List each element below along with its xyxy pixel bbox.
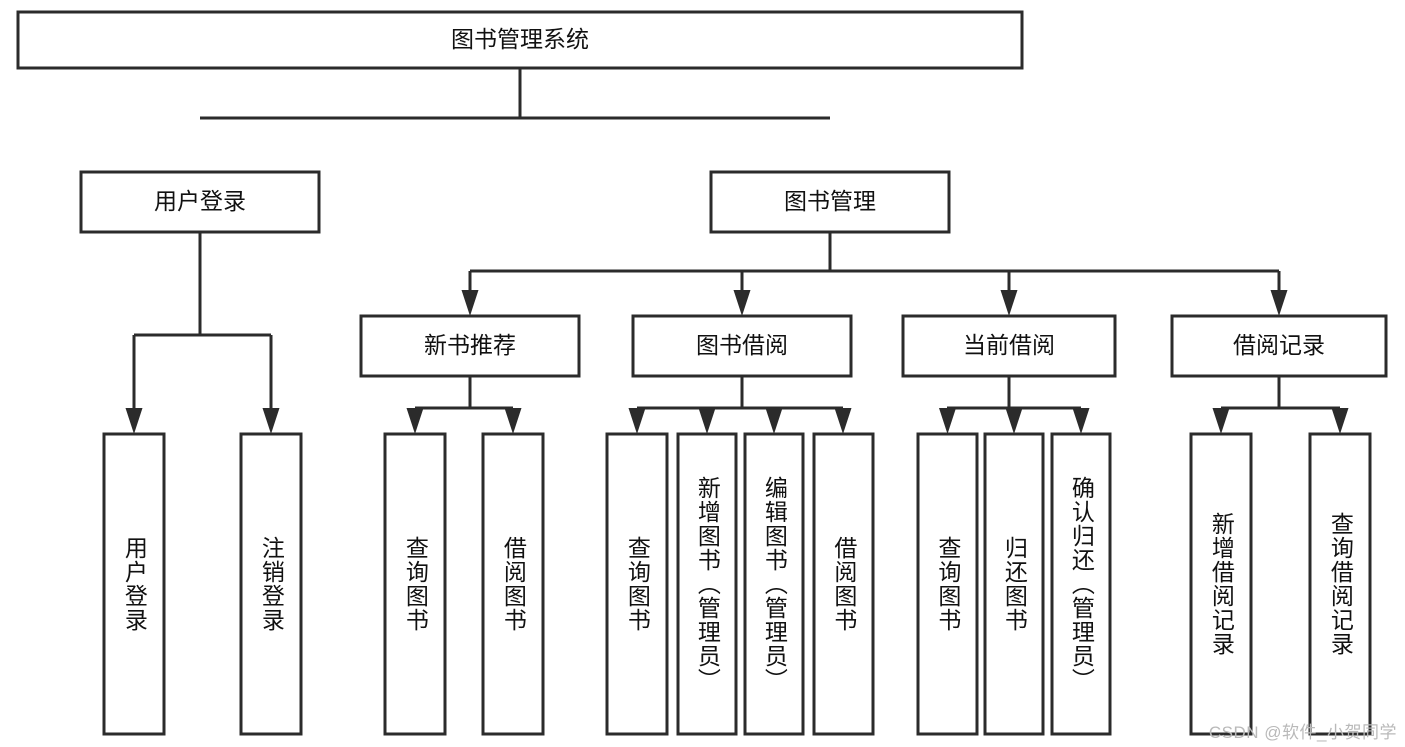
connector-arrow xyxy=(125,335,143,434)
connector-arrow xyxy=(504,408,522,434)
arrow-head-icon xyxy=(1005,408,1023,434)
connector-arrow xyxy=(733,271,751,316)
node-label-borrow-record: 借阅记录 xyxy=(1233,332,1325,358)
arrow-head-icon xyxy=(1270,290,1288,316)
node-box-leaf-logout-login[interactable] xyxy=(239,432,303,736)
connector-arrow xyxy=(1331,408,1349,434)
connector-arrow xyxy=(698,408,716,434)
connector-group xyxy=(134,232,271,337)
node-box-book-management[interactable] xyxy=(709,170,951,234)
connector-arrow xyxy=(406,408,424,434)
connector-group xyxy=(947,376,1081,410)
node-box-leaf-query-book-recommend[interactable] xyxy=(383,432,447,736)
arrow-head-icon xyxy=(834,408,852,434)
node-box-leaf-add-book-admin[interactable] xyxy=(676,432,738,736)
node-label-book-borrow: 图书借阅 xyxy=(696,332,788,358)
watermark-text: CSDN @软件_小贺同学 xyxy=(1208,723,1397,742)
connector-layer xyxy=(125,68,1349,434)
arrow-head-icon xyxy=(698,408,716,434)
connector-arrow xyxy=(1072,408,1090,434)
arrow-head-icon xyxy=(262,408,280,434)
connector-group xyxy=(1221,376,1340,410)
arrow-head-icon xyxy=(1212,408,1230,434)
arrow-head-icon xyxy=(504,408,522,434)
connector-arrow xyxy=(461,271,479,316)
node-box-current-borrow[interactable] xyxy=(901,314,1117,378)
arrow-head-icon xyxy=(1331,408,1349,434)
node-box-leaf-query-borrow-record[interactable] xyxy=(1308,432,1372,736)
connector-group xyxy=(470,232,1279,273)
node-box-leaf-add-borrow-record[interactable] xyxy=(1189,432,1253,736)
node-box-leaf-edit-book-admin[interactable] xyxy=(743,432,805,736)
connector-arrow xyxy=(834,408,852,434)
arrow-head-icon xyxy=(461,290,479,316)
arrow-head-icon xyxy=(406,408,424,434)
arrow-head-icon xyxy=(939,408,956,434)
node-box-user-login[interactable] xyxy=(79,170,321,234)
node-label-root-system: 图书管理系统 xyxy=(451,26,589,52)
connector-arrow xyxy=(628,408,646,434)
connector-arrow xyxy=(765,408,783,434)
node-label-new-book-recommend: 新书推荐 xyxy=(424,332,516,358)
connector-arrow xyxy=(262,335,280,434)
node-label-current-borrow: 当前借阅 xyxy=(963,332,1055,358)
connector-arrow xyxy=(939,408,956,434)
node-box-borrow-record[interactable] xyxy=(1170,314,1388,378)
node-box-root-system[interactable] xyxy=(16,10,1024,70)
node-box-leaf-borrow-book[interactable] xyxy=(812,432,875,736)
arrow-head-icon xyxy=(733,290,751,316)
node-box-leaf-user-login[interactable] xyxy=(102,432,166,736)
node-label-user-login: 用户登录 xyxy=(154,188,246,214)
node-box-layer xyxy=(16,10,1388,736)
connector-group xyxy=(637,376,843,410)
connector-arrow xyxy=(1270,271,1288,316)
connector-arrow xyxy=(1005,408,1023,434)
node-box-leaf-query-book-current[interactable] xyxy=(916,432,979,736)
connector-group xyxy=(200,68,830,120)
arrow-head-icon xyxy=(1000,290,1018,316)
arrow-head-icon xyxy=(1072,408,1090,434)
arrow-head-icon xyxy=(765,408,783,434)
connector-group xyxy=(415,376,513,410)
connector-arrow xyxy=(1000,271,1018,316)
node-box-leaf-return-book[interactable] xyxy=(983,432,1045,736)
node-box-leaf-confirm-return-admin[interactable] xyxy=(1050,432,1112,736)
node-box-book-borrow[interactable] xyxy=(631,314,853,378)
node-box-new-book-recommend[interactable] xyxy=(359,314,581,378)
node-box-leaf-query-book-borrow[interactable] xyxy=(605,432,669,736)
node-box-leaf-borrow-book-recommend[interactable] xyxy=(481,432,545,736)
arrow-head-icon xyxy=(628,408,646,434)
node-label-book-management: 图书管理 xyxy=(784,188,876,214)
arrow-head-icon xyxy=(125,408,143,434)
connector-arrow xyxy=(1212,408,1230,434)
